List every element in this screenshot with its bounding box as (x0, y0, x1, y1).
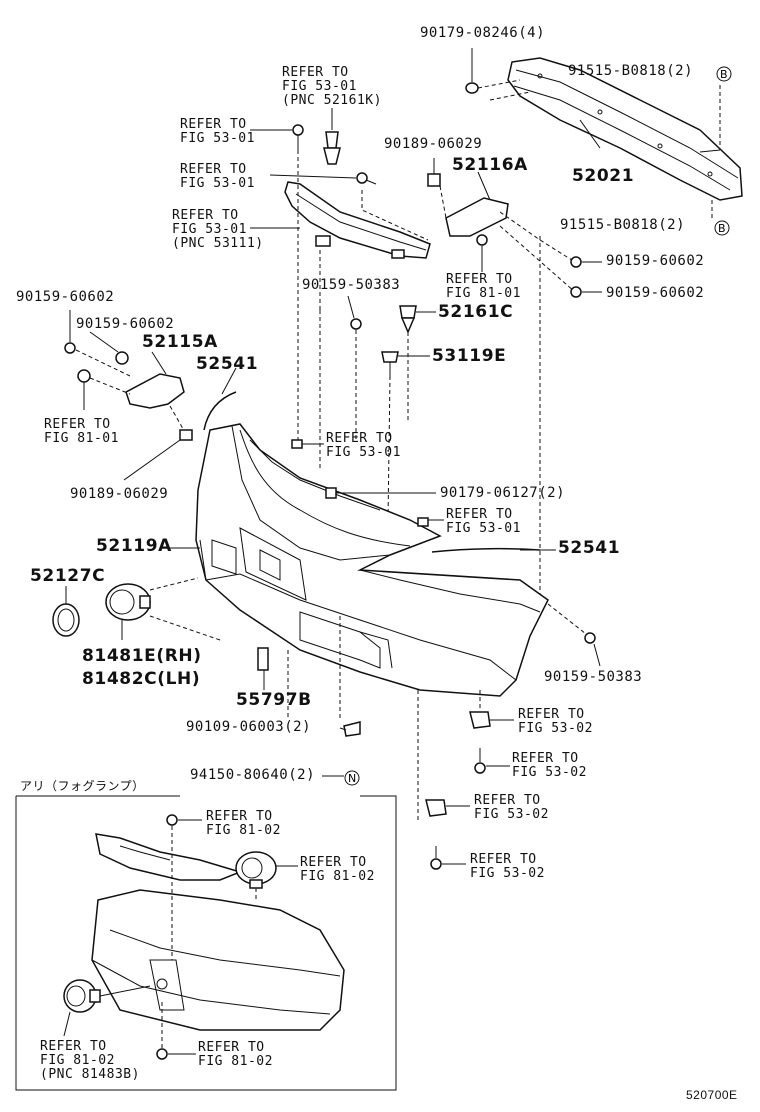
bumper-reinforcement-52021 (507, 57, 743, 201)
bolt-icon (570, 286, 582, 298)
bolt-icon (156, 1048, 168, 1060)
part-number: 90179-06127(2) (440, 485, 566, 501)
part-number: 90159-60602 (606, 253, 705, 269)
clip-icon (381, 351, 399, 376)
figure-reference: REFER TO FIG 53-01 (326, 431, 401, 460)
part-number: 91515-B0818(2) (560, 217, 686, 233)
part-number: 90159-60602 (16, 289, 115, 305)
bolt-icon (356, 172, 377, 185)
fog-lamp-icon (63, 979, 101, 1013)
figure-reference: REFER TO FIG 53-02 (518, 707, 593, 736)
marker-n-icon: N (344, 770, 360, 786)
part-number: 52119A (96, 536, 172, 556)
part-number: 52161C (438, 302, 514, 322)
clip-icon (469, 711, 491, 729)
bolt-icon (476, 234, 488, 246)
part-number: 90189-06029 (70, 486, 169, 502)
part-number: 52116A (452, 155, 528, 175)
figure-reference: REFER TO FIG 53-01 (PNC 52161K) (282, 65, 382, 108)
marker-b-icon: B (714, 220, 730, 236)
marker-b-icon: B (716, 66, 732, 82)
nut-icon (417, 517, 429, 527)
part-number: 94150-80640(2) (190, 767, 316, 783)
screw-icon (474, 748, 486, 774)
figure-reference: REFER TO FIG 81-01 (44, 417, 119, 446)
part-number: 90159-50383 (302, 277, 401, 293)
part-number: 90159-60602 (76, 316, 175, 332)
marker-label: B (718, 222, 726, 235)
fog-lamp-icon (235, 851, 277, 889)
bolt-icon (343, 721, 361, 737)
part-number: 90109-06003(2) (186, 719, 312, 735)
bumper-cover-52119A (195, 423, 549, 697)
inset-title: アリ（フォグランプ） (20, 779, 145, 793)
upper-grille-panel (284, 181, 431, 259)
marker-label: N (348, 772, 356, 785)
figure-reference: REFER TO FIG 53-02 (512, 751, 587, 780)
marker-label: B (720, 68, 728, 81)
figure-reference: REFER TO FIG 81-02 (206, 809, 281, 838)
bolt-icon (292, 124, 304, 150)
figure-reference: REFER TO FIG 53-01 (180, 162, 255, 191)
clip-icon (425, 799, 447, 817)
retainer-55797B (257, 647, 269, 671)
figure-reference: REFER TO FIG 53-01 (446, 507, 521, 536)
part-number: 52021 (572, 166, 635, 186)
fog-lamp-inset (15, 795, 397, 1091)
bolt-icon (166, 814, 178, 826)
part-number: 81481E(RH) (82, 646, 202, 666)
bolt-icon (64, 342, 76, 354)
part-number: 52541 (196, 354, 259, 374)
part-number: 90179-08246(4) (420, 25, 546, 41)
bracket-52115A (125, 373, 185, 409)
part-number: 52127C (30, 566, 106, 586)
bolt-icon (584, 632, 596, 644)
part-number: 91515-B0818(2) (568, 63, 694, 79)
clip-icon (179, 429, 193, 441)
clip-icon (399, 305, 417, 334)
fog-lamp-icon (105, 583, 151, 621)
figure-reference: REFER TO FIG 81-01 (446, 272, 521, 301)
bracket-52116A (427, 173, 509, 237)
part-number: 53119E (432, 346, 507, 366)
part-number: 81482C(LH) (82, 669, 201, 689)
figure-reference: REFER TO FIG 81-02 (PNC 81483B) (40, 1039, 140, 1082)
clip-icon (323, 131, 341, 165)
figure-reference: REFER TO FIG 53-01 (PNC 53111) (172, 208, 264, 251)
part-number: 90189-06029 (384, 136, 483, 152)
diagram-code: 520700E (686, 1088, 738, 1102)
figure-reference: REFER TO FIG 81-02 (300, 855, 375, 884)
part-number: 52541 (558, 538, 621, 558)
bolt-icon (350, 318, 362, 330)
bolt-icon (570, 256, 582, 268)
bolt-icon (115, 351, 129, 365)
part-number: 52115A (142, 332, 218, 352)
figure-reference: REFER TO FIG 81-02 (198, 1040, 273, 1069)
part-number: 90159-60602 (606, 285, 705, 301)
part-number: 90159-50383 (544, 669, 643, 685)
figure-reference: REFER TO FIG 53-02 (474, 793, 549, 822)
part-number: 55797B (236, 690, 312, 710)
screw-icon (430, 846, 442, 870)
figure-reference: REFER TO FIG 53-01 (180, 117, 255, 146)
figure-reference: REFER TO FIG 53-02 (470, 852, 545, 881)
